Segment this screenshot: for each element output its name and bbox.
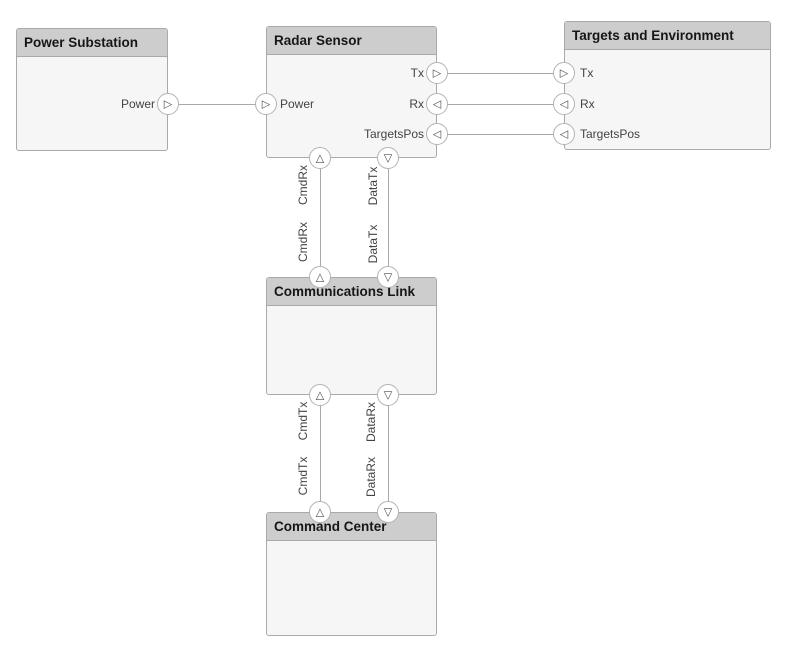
connector-cmdrx[interactable]	[320, 158, 321, 277]
connector-targetspos[interactable]	[437, 134, 564, 135]
connector-tx[interactable]	[437, 73, 564, 74]
block-command-center[interactable]: Command Center	[266, 512, 437, 636]
connector-rx[interactable]	[437, 104, 564, 105]
connector-datarx[interactable]	[388, 395, 389, 512]
block-radar-sensor[interactable]: Radar Sensor	[266, 26, 437, 158]
port-env-targetspos-out[interactable]: ◁	[553, 123, 575, 145]
port-command-datarx[interactable]: ▽	[377, 501, 399, 523]
triangle-up-icon: △	[315, 151, 325, 164]
triangle-right-icon: ▷	[432, 66, 442, 79]
triangle-up-icon: △	[315, 505, 325, 518]
port-label-command-cmdtx: CmdTx	[296, 456, 310, 496]
port-label-env-tx: Tx	[580, 66, 594, 80]
port-label-env-rx: Rx	[580, 97, 595, 111]
connector-datatx[interactable]	[388, 158, 389, 277]
port-label-radar-rx: Rx	[409, 97, 424, 111]
triangle-up-icon: △	[315, 270, 325, 283]
block-title: Radar Sensor	[274, 33, 362, 48]
triangle-up-icon: △	[315, 388, 325, 401]
triangle-left-icon: ◁	[559, 97, 569, 110]
port-label-power-out: Power	[120, 97, 155, 111]
connector-cmdtx[interactable]	[320, 395, 321, 512]
block-header: Command Center	[267, 513, 436, 541]
triangle-left-icon: ◁	[432, 127, 442, 140]
block-title: Targets and Environment	[572, 28, 734, 43]
block-header: Radar Sensor	[267, 27, 436, 55]
triangle-left-icon: ◁	[432, 97, 442, 110]
port-power-in[interactable]: ▷	[255, 93, 277, 115]
block-header: Targets and Environment	[565, 22, 770, 50]
triangle-right-icon: ▷	[163, 97, 173, 110]
triangle-down-icon: ▽	[383, 151, 393, 164]
port-label-env-targetspos: TargetsPos	[580, 127, 641, 141]
port-radar-datatx[interactable]: ▽	[377, 147, 399, 169]
port-label-radar-targetspos: TargetsPos	[363, 127, 424, 141]
block-targets-and-environment[interactable]: Targets and Environment	[564, 21, 771, 150]
triangle-down-icon: ▽	[383, 270, 393, 283]
port-power-out[interactable]: ▷	[157, 93, 179, 115]
port-radar-tx-out[interactable]: ▷	[426, 62, 448, 84]
port-radar-rx-in[interactable]: ◁	[426, 93, 448, 115]
connector-power[interactable]	[168, 104, 266, 105]
triangle-down-icon: ▽	[383, 505, 393, 518]
port-command-cmdtx[interactable]: △	[309, 501, 331, 523]
block-header: Communications Link	[267, 278, 436, 306]
block-title: Communications Link	[274, 284, 416, 299]
port-comm-cmdtx[interactable]: △	[309, 384, 331, 406]
block-power-substation[interactable]: Power Substation	[16, 28, 168, 151]
triangle-right-icon: ▷	[261, 97, 271, 110]
port-comm-cmdrx[interactable]: △	[309, 266, 331, 288]
port-label-command-datarx: DataRx	[364, 457, 378, 498]
port-radar-targetspos-in[interactable]: ◁	[426, 123, 448, 145]
port-env-tx-in[interactable]: ▷	[553, 62, 575, 84]
block-title: Command Center	[274, 519, 387, 534]
port-radar-cmdrx[interactable]: △	[309, 147, 331, 169]
port-comm-datatx[interactable]: ▽	[377, 266, 399, 288]
block-title: Power Substation	[24, 35, 139, 50]
triangle-right-icon: ▷	[559, 66, 569, 79]
port-label-power-in: Power	[280, 97, 315, 111]
port-comm-datarx[interactable]: ▽	[377, 384, 399, 406]
port-env-rx-out[interactable]: ◁	[553, 93, 575, 115]
triangle-left-icon: ◁	[559, 127, 569, 140]
triangle-down-icon: ▽	[383, 388, 393, 401]
port-label-comm-cmdrx: CmdRx	[296, 222, 310, 263]
port-label-radar-tx: Tx	[410, 66, 424, 80]
block-communications-link[interactable]: Communications Link	[266, 277, 437, 395]
block-header: Power Substation	[17, 29, 167, 57]
